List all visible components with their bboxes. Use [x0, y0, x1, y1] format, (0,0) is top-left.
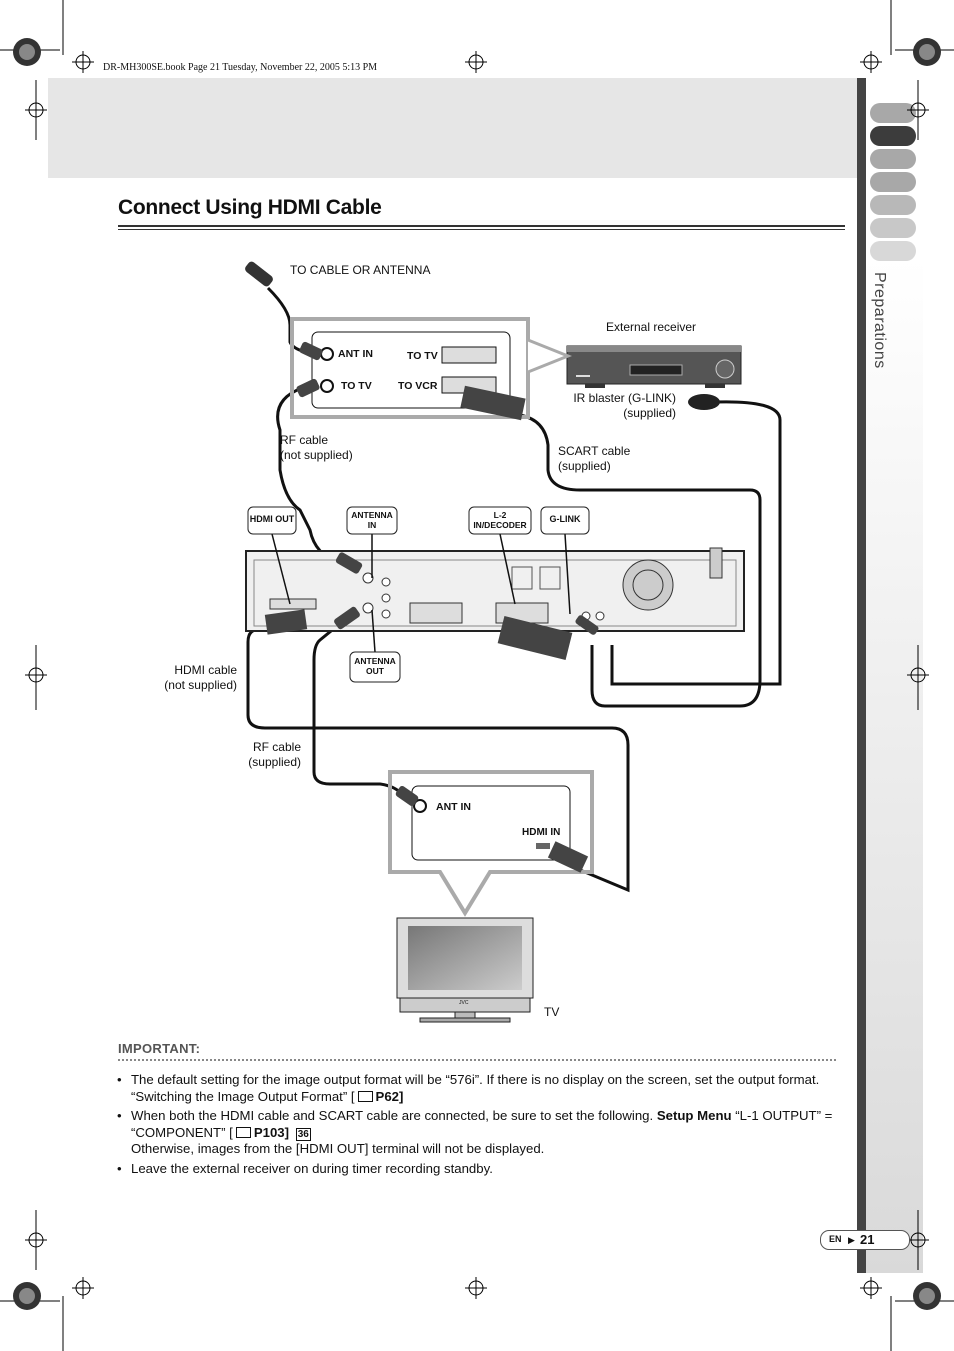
bullet-2-setup-menu: Setup Menu — [656, 1108, 732, 1123]
label-to-cable-or-antenna: TO CABLE OR ANTENNA — [290, 263, 431, 277]
label-rf-cable-not-supplied: RF cable (not supplied) — [280, 433, 353, 463]
page-number-box: EN ▶ 21 — [820, 1230, 910, 1250]
tv-brand: JVC — [459, 1000, 469, 1006]
receiver-to-tv-scart-label: TO TV — [407, 350, 438, 362]
page-number: 21 — [860, 1232, 875, 1247]
bullet-2-text: When both the HDMI cable and SCART cable… — [131, 1108, 657, 1123]
receiver-ant-in-label: ANT IN — [338, 348, 373, 360]
label-rf-cable-line2: (not supplied) — [280, 448, 353, 462]
antenna-plug — [245, 261, 273, 287]
side-strip-edge — [857, 78, 866, 1273]
header-band — [48, 78, 860, 178]
hdmi-cable — [246, 620, 630, 893]
tag-antenna-out-line1: ANTENNA — [354, 656, 396, 666]
receiver-panel-callout — [290, 317, 573, 421]
section-tab-5 — [870, 195, 916, 215]
section-tab-4 — [870, 172, 916, 192]
label-hdmi-cable-line1: HDMI cable — [174, 663, 237, 677]
ir-blaster-cable — [610, 400, 782, 686]
section-tab-active — [870, 126, 916, 146]
bullet-1-text: The default setting for the image output… — [131, 1072, 820, 1104]
bullet-item-1: The default setting for the image output… — [117, 1072, 837, 1105]
receiver-to-tv-rf-label: TO TV — [341, 380, 372, 392]
section-tab-6 — [870, 218, 916, 238]
scart-cable — [519, 413, 762, 708]
label-scart-cable: SCART cable (supplied) — [558, 444, 630, 474]
dotted-divider — [118, 1059, 836, 1061]
label-rf-cable-supplied: RF cable (supplied) — [230, 740, 301, 770]
tag-antenna-out-line2: OUT — [366, 666, 384, 676]
label-ir-blaster-line2: (supplied) — [623, 406, 676, 420]
recorder-rear-panel — [245, 547, 745, 661]
tag-g-link: G-LINK — [549, 514, 581, 524]
label-rf-cable-line1: RF cable — [280, 433, 329, 447]
section-tab-7 — [870, 241, 916, 261]
bullet-3-text: Leave the external receiver on during ti… — [131, 1160, 493, 1176]
rf-cable-recorder-to-tv — [312, 620, 405, 797]
tv-ant-in-label: ANT IN — [436, 801, 471, 813]
tv-hdmi-in-label: HDMI IN — [522, 827, 561, 838]
tag-antenna-in: ANTENNA IN — [347, 510, 397, 530]
important-heading: IMPORTANT: — [118, 1041, 201, 1056]
rf-cable-receiver-to-recorder — [276, 386, 341, 565]
label-tv: TV — [544, 1005, 560, 1019]
section-tab-3 — [870, 149, 916, 169]
bullet-2-ref: P103] — [253, 1124, 290, 1140]
arrow-right-icon: ▶ — [848, 1235, 855, 1245]
label-scart-line1: SCART cable — [558, 444, 631, 458]
bullet-2-boxed-number: 36 — [295, 1127, 311, 1141]
bullet-item-2: When both the HDMI cable and SCART cable… — [117, 1108, 837, 1158]
label-ir-blaster-line1: IR blaster (G-LINK) — [573, 391, 676, 405]
page-title: Connect Using HDMI Cable — [118, 196, 382, 219]
ir-blaster — [688, 394, 720, 410]
bullet-2-text-c: Otherwise, images from the [HDMI OUT] te… — [131, 1141, 545, 1156]
book-icon — [357, 1090, 373, 1102]
section-tab-1 — [870, 103, 916, 123]
bullet-2-text-b: “L-1 OUTPUT” = “COMPONENT” [ — [131, 1108, 833, 1140]
tag-l2-line1: L-2 — [493, 510, 507, 520]
page-lang: EN — [829, 1234, 842, 1244]
tag-l2-in-decoder: L-2 IN/DECODER — [469, 510, 531, 530]
important-list: The default setting for the image output… — [117, 1072, 837, 1180]
bullet-1-ref: P62] — [375, 1088, 404, 1104]
title-rule-thin — [118, 229, 845, 230]
tag-hdmi-out: HDMI OUT — [249, 514, 295, 524]
label-external-receiver: External receiver — [606, 320, 697, 334]
section-label: Preparations — [871, 272, 888, 369]
label-rf-cable-s-line1: RF cable — [252, 740, 301, 754]
tag-antenna-in-line1: ANTENNA — [351, 510, 393, 520]
book-icon — [235, 1126, 251, 1138]
bullet-item-3: Leave the external receiver on during ti… — [117, 1161, 837, 1178]
label-scart-line2: (supplied) — [558, 459, 611, 473]
book-info-line: DR-MH300SE.book Page 21 Tuesday, Novembe… — [103, 62, 378, 73]
label-hdmi-cable: HDMI cable (not supplied) — [150, 663, 237, 693]
tv-panel-callout — [388, 770, 594, 917]
external-receiver — [566, 345, 742, 388]
label-ir-blaster: IR blaster (G-LINK) (supplied) — [560, 391, 676, 421]
tag-antenna-in-line2: IN — [367, 520, 377, 530]
label-rf-cable-s-line2: (supplied) — [248, 755, 301, 769]
tv-set — [396, 917, 534, 1023]
receiver-to-vcr-label: TO VCR — [398, 380, 438, 392]
tag-l2-line2: IN/DECODER — [473, 520, 527, 530]
title-rule — [118, 225, 845, 227]
label-hdmi-cable-line2: (not supplied) — [164, 678, 237, 692]
tag-antenna-out: ANTENNA OUT — [350, 656, 400, 676]
